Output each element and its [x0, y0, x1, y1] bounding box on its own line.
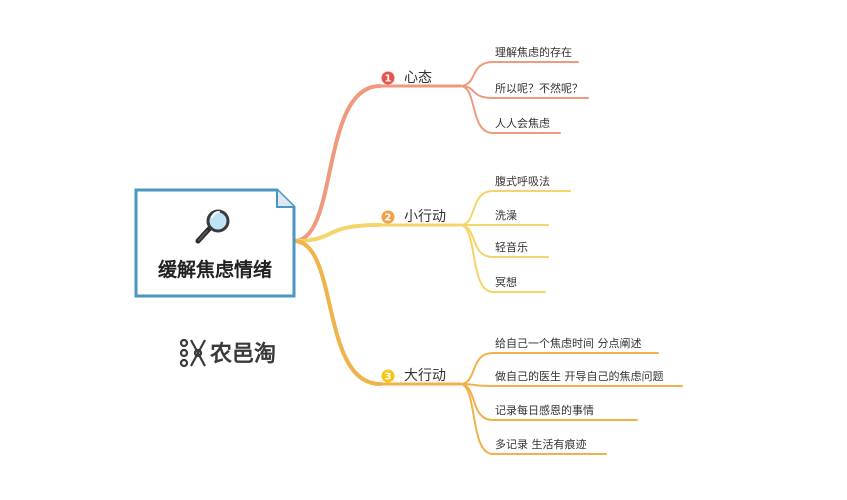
leaf-connector: [459, 383, 494, 421]
leaf-label: 记录每日感恩的事情: [495, 403, 594, 417]
branch-connector: [292, 239, 382, 386]
leaf-label: 洗澡: [495, 209, 517, 222]
folded-corner: [276, 190, 294, 208]
connectors: [292, 61, 683, 455]
branch-number-badge: 1: [381, 71, 395, 85]
logo: 农邑淘: [179, 338, 276, 368]
logo-text: 农邑淘: [209, 341, 276, 367]
leaf-connector: [459, 85, 494, 134]
leaf-connector: [459, 61, 494, 87]
central-node: 缓解焦虑情绪: [134, 188, 296, 298]
leaf-label: 人人会焦虑: [495, 117, 550, 130]
leaf-connector: [459, 383, 494, 455]
central-title: 缓解焦虑情绪: [158, 258, 272, 281]
magnifier-icon: [195, 209, 230, 244]
leaf-label: 轻音乐: [495, 240, 528, 254]
badge-circle: [381, 369, 395, 383]
leaf-connector: [459, 190, 494, 226]
leaf-label: 冥想: [495, 275, 517, 289]
branch-number-badge: 2: [381, 210, 395, 224]
leaf-label: 腹式呼吸法: [495, 174, 550, 188]
badge-circle: [381, 71, 395, 85]
branch-number-badge: 3: [381, 369, 395, 383]
leaf-label: 所以呢？不然呢？: [495, 81, 583, 95]
leaf-label: 给自己一个焦虑时间 分点阐述: [495, 337, 642, 350]
leaf-label: 多记录 生活有痕迹: [495, 437, 587, 451]
leaf-connector: [459, 352, 494, 385]
leaf-connector: [459, 224, 494, 293]
central-node-box: [134, 188, 296, 298]
branch-label: 小行动: [404, 209, 446, 225]
branch-connector: [292, 84, 382, 243]
branch-number: 2: [385, 213, 392, 224]
branch-connector: [292, 223, 382, 243]
leaf-label: 做自己的医生 开导自己的焦虑问题: [495, 369, 664, 383]
branch-number: 3: [385, 372, 392, 383]
leaf-label: 理解焦虑的存在: [495, 45, 572, 59]
branch-number: 1: [385, 74, 392, 85]
branch-label: 大行动: [404, 368, 446, 384]
logo-mark-icon: [179, 338, 206, 368]
branch-label: 心态: [404, 70, 432, 86]
badge-circle: [381, 210, 395, 224]
leaf-connector: [459, 224, 494, 258]
